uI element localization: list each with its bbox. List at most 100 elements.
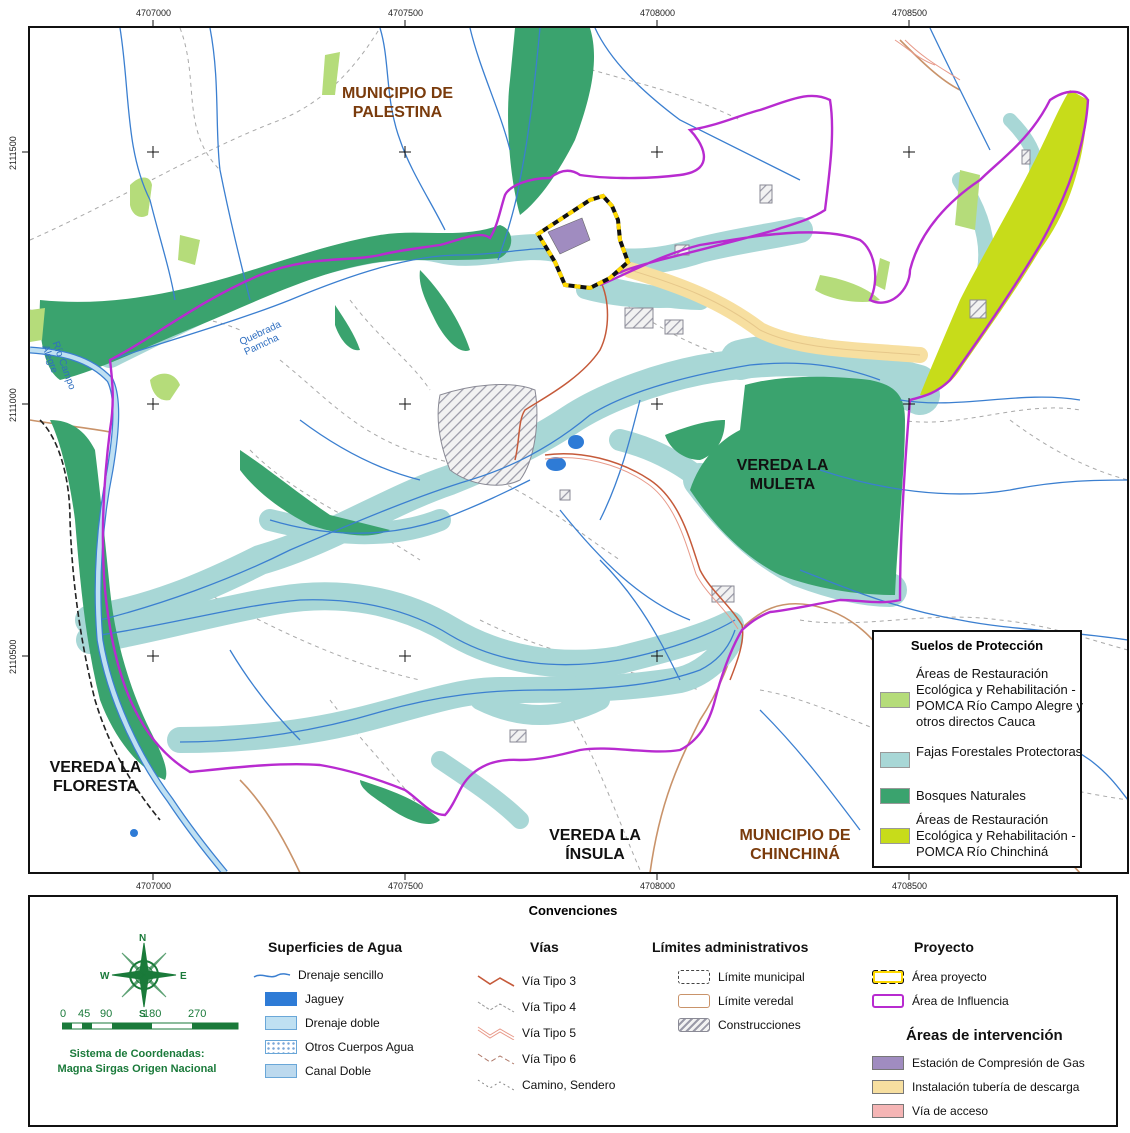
label-vereda-la-floresta: VEREDA LA FLORESTA bbox=[49, 759, 142, 795]
intervencion-label: Estación de Compresión de Gas bbox=[912, 1056, 1085, 1070]
intervencion-item: Vía de acceso bbox=[872, 1103, 988, 1119]
intervencion-label: Instalación tubería de descarga bbox=[912, 1080, 1080, 1094]
vias-title: Vías bbox=[530, 939, 559, 955]
suelos-proteccion-legend: Suelos de Protección Áreas de Restauraci… bbox=[872, 630, 1084, 868]
area-proyecto-icon bbox=[872, 970, 904, 984]
west-label: W bbox=[100, 971, 110, 982]
proyecto-item: Área de Influencia bbox=[872, 993, 1009, 1009]
scale-tick: 0 bbox=[60, 1008, 67, 1020]
north-label: N bbox=[139, 933, 147, 944]
proyecto-label: Área proyecto bbox=[912, 970, 987, 984]
via-label: Vía Tipo 6 bbox=[522, 1052, 577, 1066]
coord-top-3: 4708000 bbox=[640, 8, 676, 18]
via-tipo-3-icon bbox=[477, 975, 515, 987]
suelos-title: Suelos de Protección bbox=[910, 638, 1044, 653]
suelos-swatch bbox=[880, 788, 910, 804]
coord-bottom-1: 4707000 bbox=[136, 881, 172, 891]
limite-label: Límite municipal bbox=[718, 970, 805, 984]
coord-bottom-3: 4708000 bbox=[640, 881, 676, 891]
label-vereda-la-insula: VEREDA LA ÍNSULA bbox=[549, 827, 641, 863]
scale-bar bbox=[62, 1022, 239, 1030]
via-label: Camino, Sendero bbox=[522, 1078, 616, 1092]
via-item: Camino, Sendero bbox=[476, 1077, 615, 1093]
intervencion-item: Instalación tubería de descarga bbox=[872, 1079, 1079, 1095]
scale-tick: 45 bbox=[78, 1008, 91, 1020]
intervencion-swatch bbox=[872, 1056, 904, 1070]
via-label: Vía Tipo 3 bbox=[522, 974, 577, 988]
proyecto-label: Área de Influencia bbox=[912, 994, 1009, 1008]
intervencion-item: Estación de Compresión de Gas bbox=[872, 1055, 1085, 1071]
area-influencia-icon bbox=[872, 994, 904, 1008]
agua-title: Superficies de Agua bbox=[268, 939, 403, 955]
via-label: Vía Tipo 4 bbox=[522, 1000, 577, 1014]
agua-item: Canal Doble bbox=[265, 1063, 371, 1079]
agua-label: Drenaje sencillo bbox=[298, 968, 384, 982]
intervencion-label: Vía de acceso bbox=[912, 1104, 989, 1118]
suelos-swatch bbox=[880, 828, 910, 844]
limite-item: Límite veredal bbox=[678, 993, 793, 1009]
suelos-item: Áreas de Restauración Ecológica y Rehabi… bbox=[880, 666, 1084, 730]
agua-label: Otros Cuerpos Agua bbox=[305, 1040, 414, 1054]
limites-title: Límites administrativos bbox=[652, 939, 809, 955]
limite-veredal-icon bbox=[678, 994, 710, 1008]
limite-item: Límite municipal bbox=[678, 969, 805, 985]
otros-cuerpos-agua-icon bbox=[265, 1040, 297, 1054]
coord-left-1: 2111500 bbox=[8, 136, 18, 170]
east-label: E bbox=[180, 971, 187, 982]
limite-item: Construcciones bbox=[678, 1017, 801, 1033]
drenaje-doble-icon bbox=[265, 1016, 297, 1030]
suelos-label: Áreas de Restauración Ecológica y Rehabi… bbox=[916, 812, 1076, 859]
coord-left-3: 2110500 bbox=[8, 639, 18, 674]
suelos-label: Fajas Forestales Protectoras bbox=[916, 744, 1083, 759]
drenaje-sencillo-icon bbox=[253, 973, 291, 978]
convenciones-legend: Convenciones N S W E 0 45 90 180 270 m S… bbox=[28, 895, 1118, 1127]
suelos-item: Áreas de Restauración Ecológica y Rehabi… bbox=[880, 812, 1084, 860]
proyecto-title: Proyecto bbox=[914, 939, 974, 955]
coord-left-2: 2111000 bbox=[8, 388, 18, 422]
coord-top-4: 4708500 bbox=[892, 8, 928, 18]
coord-top-2: 4707500 bbox=[388, 8, 424, 18]
south-label: S bbox=[139, 1009, 146, 1020]
suelos-item: Bosques Naturales bbox=[880, 788, 1084, 804]
suelos-swatch bbox=[880, 692, 910, 708]
via-item: Vía Tipo 3 bbox=[476, 973, 576, 989]
agua-label: Jaguey bbox=[305, 992, 344, 1006]
jaguey-icon bbox=[265, 992, 297, 1006]
scale-tick: 90 bbox=[100, 1008, 113, 1020]
scale-tick: 270 bbox=[188, 1008, 207, 1020]
via-tipo-4-icon bbox=[477, 1001, 515, 1013]
coord-bottom-2: 4707500 bbox=[388, 881, 424, 891]
camino-sendero-icon bbox=[477, 1079, 515, 1091]
canal-doble-icon bbox=[265, 1064, 297, 1078]
intervencion-swatch bbox=[872, 1104, 904, 1118]
map-canvas bbox=[22, 20, 1129, 880]
suelos-label: Bosques Naturales bbox=[916, 788, 1026, 803]
coord-top-1: 4707000 bbox=[136, 8, 172, 18]
agua-label: Canal Doble bbox=[305, 1064, 372, 1078]
agua-item: Drenaje sencillo bbox=[252, 967, 383, 983]
label-municipio-palestina: MUNICIPIO DE PALESTINA bbox=[341, 85, 454, 121]
label-vereda-la-muleta: VEREDA LA MULETA bbox=[736, 457, 829, 493]
convenciones-title: Convenciones bbox=[528, 903, 618, 918]
suelos-label: Áreas de Restauración Ecológica y Rehabi… bbox=[916, 666, 1083, 729]
via-label: Vía Tipo 5 bbox=[522, 1026, 577, 1040]
intervencion-swatch bbox=[872, 1080, 904, 1094]
suelos-item: Fajas Forestales Protectoras bbox=[880, 744, 1084, 768]
construcciones-icon bbox=[678, 1018, 710, 1032]
scale-tick: 180 bbox=[143, 1008, 162, 1020]
via-tipo-5-icon bbox=[477, 1026, 515, 1040]
scale-unit: m bbox=[210, 1020, 220, 1032]
via-tipo-6-icon bbox=[477, 1053, 515, 1065]
coord-bottom-4: 4708500 bbox=[892, 881, 928, 891]
agua-item: Otros Cuerpos Agua bbox=[265, 1039, 414, 1055]
agua-item: Drenaje doble bbox=[265, 1015, 380, 1031]
proyecto-item: Área proyecto bbox=[872, 969, 987, 985]
agua-label: Drenaje doble bbox=[305, 1016, 380, 1030]
limite-label: Construcciones bbox=[718, 1018, 801, 1032]
coordinate-system: Sistema de Coordenadas: Magna Sirgas Ori… bbox=[57, 1048, 217, 1075]
agua-item: Jaguey bbox=[265, 991, 344, 1007]
limite-municipal-icon bbox=[678, 970, 710, 984]
via-item: Vía Tipo 6 bbox=[476, 1051, 576, 1067]
label-municipio-chinchina: MUNICIPIO DE CHINCHINÁ bbox=[739, 827, 851, 863]
via-item: Vía Tipo 5 bbox=[476, 1025, 576, 1041]
